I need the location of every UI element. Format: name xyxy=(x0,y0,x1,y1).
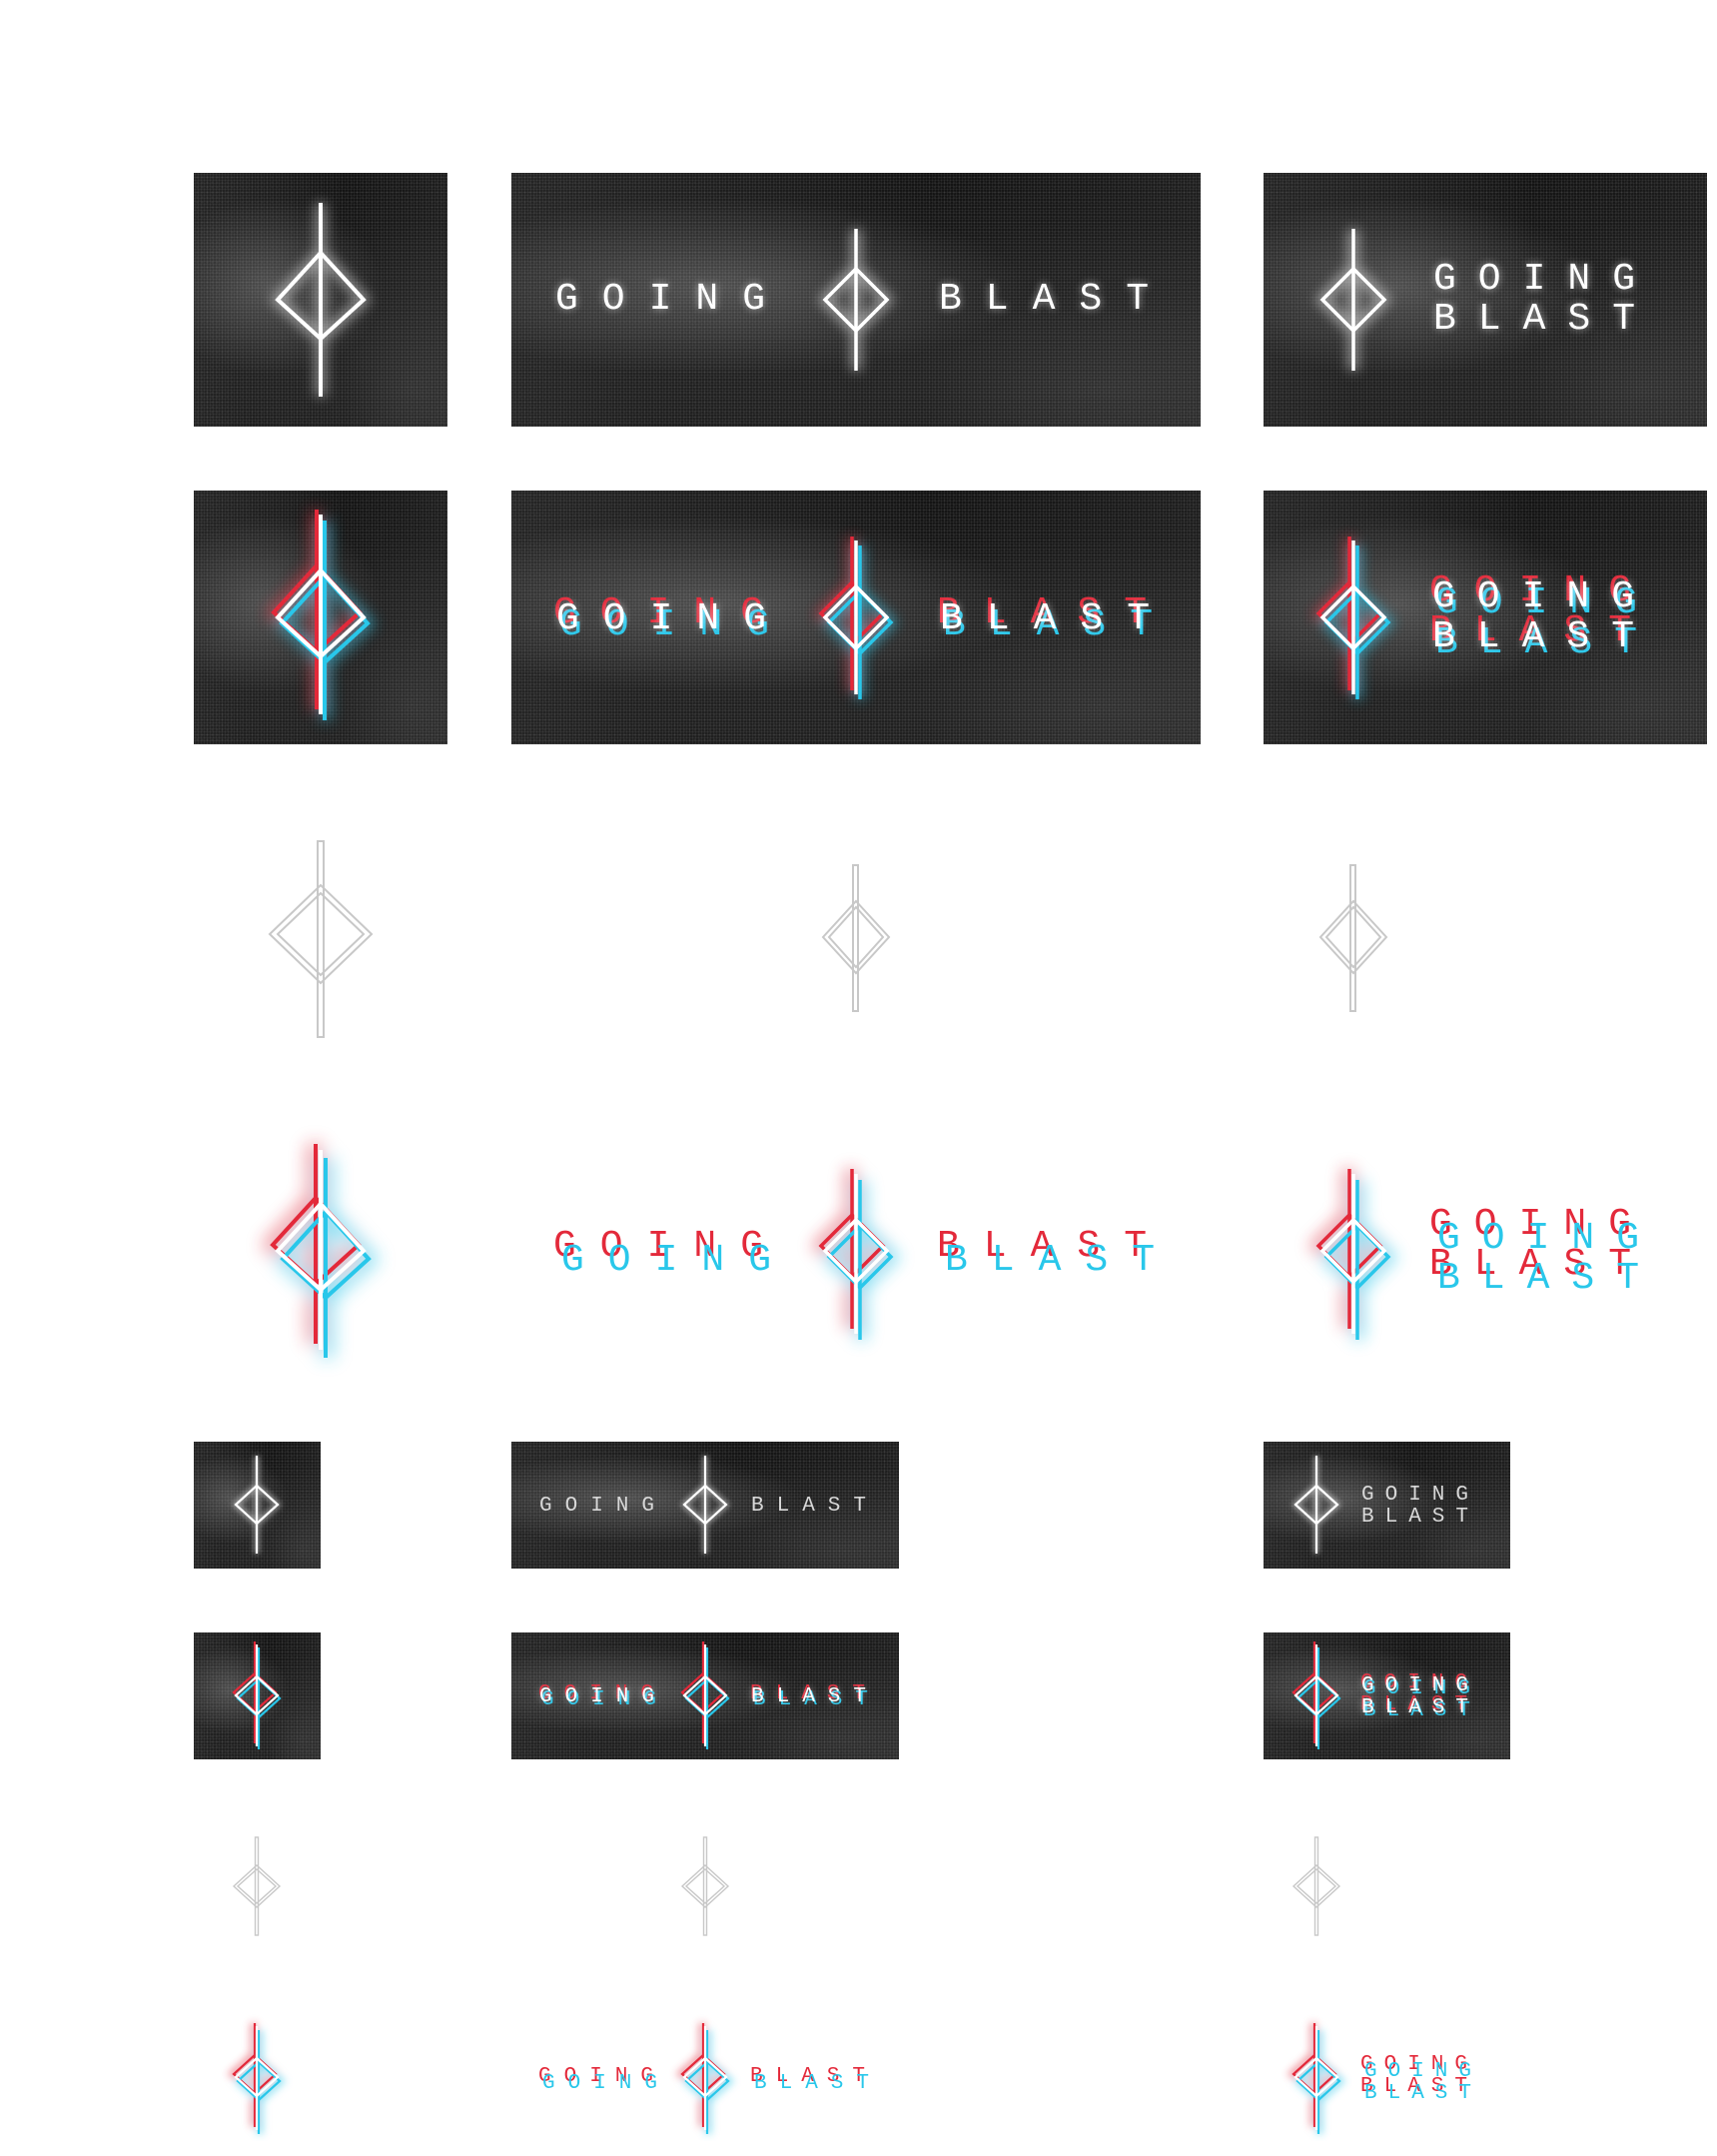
wordmark-top-cyan: GOING xyxy=(1364,2060,1483,2083)
wordmark-right-red: BLAST xyxy=(750,2065,879,2088)
wordmark-top: GOING xyxy=(1433,258,1658,301)
wordmark-top-red: GOING xyxy=(1360,1671,1479,1694)
tile-r6-horizontal-small-glitch: GOING GOING GOING BLAST BLAST BLAST xyxy=(511,1632,899,1759)
wordmark-left-cyan: GOING xyxy=(542,2072,671,2095)
tile-r4-stacked-glitch-light: GOING GOING BLAST BLAST xyxy=(1264,1124,1707,1378)
wordmark-top-red: GOING xyxy=(1429,569,1654,612)
wordmark-right: BLAST xyxy=(939,278,1174,321)
wordmark-right-cyan: BLAST xyxy=(943,603,1178,646)
diamond-staff-icon xyxy=(675,2023,735,2134)
wordmark-left-cyan: GOING xyxy=(559,603,794,646)
tile-r3-horizontal-outline xyxy=(511,807,1201,1061)
tile-r1-horizontal: GOING BLAST xyxy=(511,173,1201,427)
wordmark-bottom-red: BLAST xyxy=(1360,1693,1479,1716)
diamond-staff-icon xyxy=(1291,1641,1341,1749)
diamond-staff-icon xyxy=(1318,864,1388,1012)
diamond-staff-icon xyxy=(817,229,895,371)
diamond-staff-icon xyxy=(1308,1169,1398,1340)
wordmark-left: GOING xyxy=(555,278,790,321)
diamond-staff-icon xyxy=(1291,1456,1341,1554)
wordmark-top: GOING xyxy=(1361,1484,1480,1507)
diamond-staff-icon xyxy=(1314,229,1392,371)
wordmark-top-red: GOING xyxy=(1360,2053,1479,2076)
tile-r5-icon-small xyxy=(194,1442,321,1569)
wordmark-bottom: BLAST xyxy=(1361,1696,1480,1719)
diamond-staff-icon xyxy=(680,1836,730,1936)
diamond-staff-icon xyxy=(232,1836,282,1936)
tile-r3-icon-outline xyxy=(194,807,447,1061)
wordmark-left-red: GOING xyxy=(538,1682,667,1705)
diamond-staff-icon xyxy=(268,840,374,1038)
wordmark-bottom: BLAST xyxy=(1432,615,1657,658)
wordmark-right-cyan: BLAST xyxy=(945,1239,1180,1282)
diamond-staff-icon xyxy=(1287,2023,1346,2134)
wordmark-bottom: BLAST xyxy=(1361,1506,1480,1529)
diamond-staff-icon xyxy=(811,1169,901,1340)
tile-r7-icon-outline-small xyxy=(194,1823,321,1950)
diamond-staff-icon xyxy=(270,203,372,397)
tile-r1-stacked: GOING BLAST xyxy=(1264,173,1707,427)
wordmark-right-cyan: BLAST xyxy=(754,2072,883,2095)
wordmark-top-cyan: GOING xyxy=(1435,581,1660,624)
wordmark-left-cyan: GOING xyxy=(561,1239,796,1282)
wordmark-top-cyan: GOING xyxy=(1363,1677,1482,1700)
wordmark-left-red: GOING xyxy=(538,2065,667,2088)
tile-r6-icon-small-glitch xyxy=(194,1632,321,1759)
tile-r5-stacked-small: GOING BLAST xyxy=(1264,1442,1510,1569)
tile-r4-horizontal-glitch-light: GOING GOING BLAST BLAST xyxy=(511,1124,1201,1378)
wordmark-left: GOING xyxy=(539,1685,668,1708)
tile-r3-stacked-outline xyxy=(1264,807,1707,1061)
wordmark-right-red: BLAST xyxy=(750,1682,879,1705)
diamond-staff-icon xyxy=(1311,537,1395,699)
tile-r2-horizontal-glitch: GOING GOING GOING BLAST BLAST BLAST xyxy=(511,491,1201,744)
tile-r6-stacked-small-glitch: GOING GOING GOING BLAST BLAST BLAST xyxy=(1264,1632,1510,1759)
wordmark-right-cyan: BLAST xyxy=(753,1688,882,1711)
diamond-staff-icon xyxy=(227,2023,287,2134)
tile-r2-stacked-glitch: GOING GOING GOING BLAST BLAST BLAST xyxy=(1264,491,1707,744)
wordmark-bottom-cyan: BLAST xyxy=(1364,2082,1483,2105)
wordmark-bottom-red: BLAST xyxy=(1429,1243,1654,1286)
wordmark-bottom-red: BLAST xyxy=(1429,609,1654,652)
tile-r8-horizontal-glitch-light-small: GOING GOING BLAST BLAST xyxy=(511,2014,899,2141)
wordmark-top: GOING xyxy=(1432,575,1657,618)
diamond-staff-icon xyxy=(232,1641,282,1749)
diamond-staff-icon xyxy=(821,864,891,1012)
wordmark-left-red: GOING xyxy=(553,591,788,634)
tile-r1-icon xyxy=(194,173,447,427)
tile-r4-icon-glitch-light xyxy=(194,1124,447,1378)
wordmark-right-red: BLAST xyxy=(937,1225,1172,1268)
diamond-staff-icon xyxy=(814,537,898,699)
wordmark-bottom-cyan: BLAST xyxy=(1435,621,1660,664)
wordmark-left: GOING xyxy=(539,1495,668,1518)
wordmark-bottom: BLAST xyxy=(1433,298,1658,341)
wordmark-right: BLAST xyxy=(751,1495,880,1518)
diamond-staff-icon xyxy=(1291,1836,1341,1936)
diamond-staff-icon xyxy=(680,1641,730,1749)
wordmark-bottom-cyan: BLAST xyxy=(1437,1257,1662,1300)
wordmark-top-cyan: GOING xyxy=(1437,1217,1662,1260)
wordmark-top-red: GOING xyxy=(1429,1203,1654,1246)
wordmark-left-red: GOING xyxy=(553,1225,788,1268)
wordmark-right-red: BLAST xyxy=(937,591,1172,634)
wordmark-bottom-cyan: BLAST xyxy=(1363,1699,1482,1722)
wordmark-top: GOING xyxy=(1361,1674,1480,1697)
tile-r7-stacked-outline-small xyxy=(1264,1823,1510,1950)
diamond-staff-icon xyxy=(680,1456,730,1554)
wordmark-left: GOING xyxy=(556,597,791,640)
tile-r2-icon-glitch xyxy=(194,491,447,744)
diamond-staff-icon xyxy=(232,1456,282,1554)
wordmark-left-cyan: GOING xyxy=(541,1688,670,1711)
tile-r8-icon-glitch-light-small xyxy=(194,2014,321,2141)
tile-r5-horizontal-small: GOING BLAST xyxy=(511,1442,899,1569)
wordmark-right: BLAST xyxy=(751,1685,880,1708)
tile-r8-stacked-glitch-light-small: GOING GOING BLAST BLAST xyxy=(1264,2014,1510,2141)
wordmark-right: BLAST xyxy=(940,597,1175,640)
diamond-staff-icon xyxy=(262,1144,380,1358)
diamond-staff-icon xyxy=(265,510,377,720)
tile-r7-horizontal-outline-small xyxy=(511,1823,899,1950)
wordmark-bottom-red: BLAST xyxy=(1360,2075,1479,2098)
